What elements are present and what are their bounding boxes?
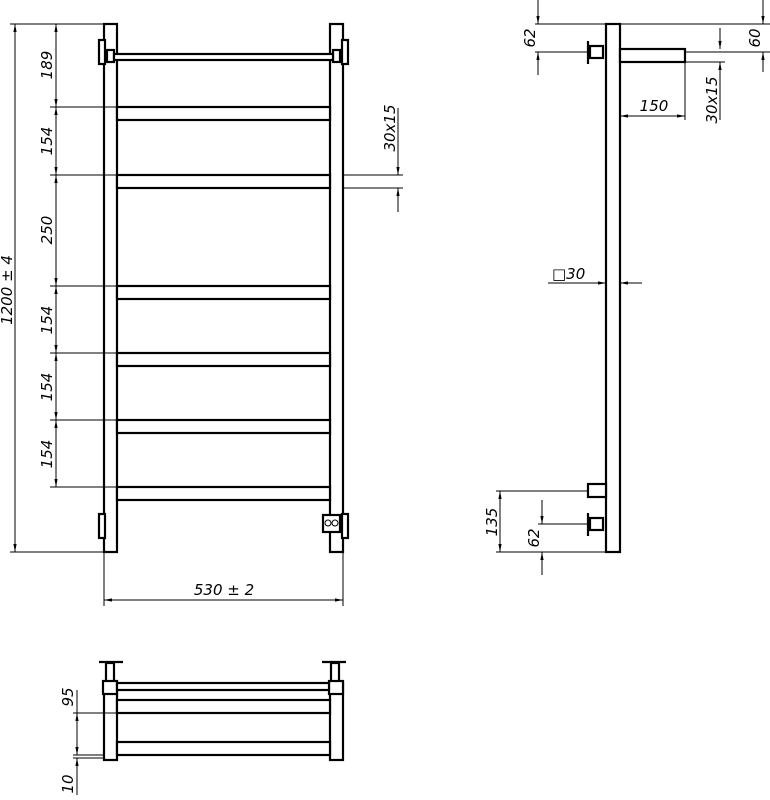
- spacing-label: 250: [38, 216, 56, 245]
- top-valve: [588, 44, 605, 60]
- spacing-label: 154: [38, 127, 56, 156]
- top-valve-offset-label: 62: [521, 28, 539, 47]
- right-post: [328, 22, 345, 554]
- gap-label: 10: [59, 774, 77, 793]
- spacing-label: 154: [38, 373, 56, 402]
- bottom-view: 95 10: [59, 660, 346, 795]
- bottom-valve: [588, 516, 605, 532]
- spacing-label: 154: [38, 306, 56, 335]
- overall-width-label: 530 ± 2: [194, 581, 254, 599]
- left-post: [102, 22, 119, 554]
- side-view: 62 60 30x15 150 □30 135 62: [483, 0, 770, 575]
- front-view: 1200 ± 4 189 154 250 154 154 154 30x15: [0, 22, 403, 606]
- top-rail: [112, 52, 335, 62]
- towel-bars: [115, 105, 332, 502]
- arm-section-label: 30x15: [703, 76, 721, 123]
- side-post: [604, 22, 622, 554]
- valve-icon: [321, 513, 342, 534]
- spacing-label: 154: [38, 440, 56, 469]
- bottom-left-bracket: [97, 512, 107, 540]
- post-section-label: □30: [552, 265, 585, 283]
- bottom-arm: [586, 482, 608, 499]
- top-arm-offset-label: 60: [746, 28, 764, 47]
- top-arm: [618, 47, 687, 64]
- top-right-bracket: [340, 38, 350, 66]
- bottom-valve-offset-label: 62: [525, 528, 543, 547]
- top-left-bracket: [97, 38, 107, 66]
- arm-length-label: 150: [640, 97, 669, 115]
- bottom-right-bracket: [340, 512, 350, 540]
- bottom-arm-height-label: 135: [483, 508, 501, 537]
- bar-section-label: 30x15: [381, 104, 399, 151]
- overall-height-label: 1200 ± 4: [0, 255, 16, 325]
- spacing-label: 189: [38, 51, 56, 80]
- depth-label: 95: [59, 687, 77, 706]
